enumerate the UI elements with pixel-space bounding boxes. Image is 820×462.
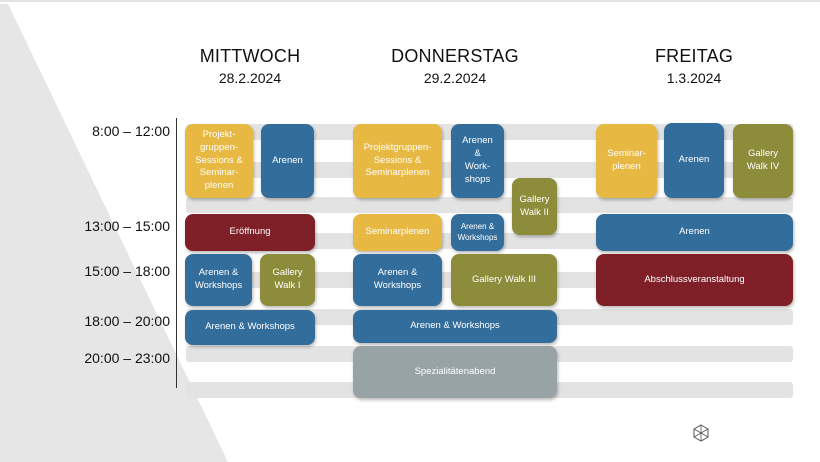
day-name: MITTWOCH xyxy=(199,46,301,66)
event-arenen[interactable]: Arenen xyxy=(664,123,724,198)
top-border xyxy=(0,0,820,2)
event-spezialitaetenabend[interactable]: Spezialitätenabend xyxy=(353,346,557,398)
grid-stripe xyxy=(186,197,793,213)
event-gallery-walk-4[interactable]: Gallery Walk IV xyxy=(733,124,793,198)
day-header-donnerstag: DONNERSTAG 29.2.2024 xyxy=(375,46,535,86)
event-arenen-workshops[interactable]: Arenen & Workshops xyxy=(353,254,442,306)
day-name: FREITAG xyxy=(654,46,734,66)
event-arenen[interactable]: Arenen xyxy=(261,124,314,198)
event-gallery-walk-2[interactable]: Gallery Walk II xyxy=(512,178,557,235)
event-seminarplenen[interactable]: Seminarplenen xyxy=(353,214,442,251)
day-name: DONNERSTAG xyxy=(391,46,519,66)
time-slot-label: 20:00 – 23:00 xyxy=(84,350,170,366)
time-slot-label: 13:00 – 15:00 xyxy=(84,218,170,234)
time-axis-line xyxy=(176,118,177,388)
event-arenen[interactable]: Arenen xyxy=(596,214,793,251)
event-seminarplenen[interactable]: Seminar- plenen xyxy=(596,124,657,198)
event-arenen-workshops[interactable]: Arenen & Work- shops xyxy=(451,124,504,198)
event-arenen-workshops[interactable]: Arenen & Workshops xyxy=(353,310,557,343)
event-eroeffnung[interactable]: Eröffnung xyxy=(185,214,315,251)
event-projektgruppen-sessions[interactable]: Projektgruppen- Sessions & Seminarplenen xyxy=(353,124,442,198)
event-gallery-walk-3[interactable]: Gallery Walk III xyxy=(451,254,557,306)
time-slot-label: 8:00 – 12:00 xyxy=(92,123,170,139)
event-projektgruppen-sessions[interactable]: Projekt- gruppen- Sessions & Seminar- pl… xyxy=(185,124,253,198)
cube-logo-icon xyxy=(693,424,709,442)
time-slot-label: 18:00 – 20:00 xyxy=(84,313,170,329)
day-date: 28.2.2024 xyxy=(218,70,282,86)
event-arenen-workshops[interactable]: Arenen & Workshops xyxy=(185,310,315,345)
day-date: 29.2.2024 xyxy=(423,70,487,86)
day-header-freitag: FREITAG 1.3.2024 xyxy=(634,46,754,86)
time-slot-label: 15:00 – 18:00 xyxy=(84,263,170,279)
event-arenen-workshops[interactable]: Arenen & Workshops xyxy=(185,254,252,306)
event-arenen-workshops[interactable]: Arenen & Workshops xyxy=(451,214,504,251)
day-date: 1.3.2024 xyxy=(666,70,722,86)
event-gallery-walk-1[interactable]: Gallery Walk I xyxy=(260,254,315,306)
day-header-mittwoch: MITTWOCH 28.2.2024 xyxy=(190,46,310,86)
event-abschlussveranstaltung[interactable]: Abschlussveranstaltung xyxy=(596,254,793,306)
